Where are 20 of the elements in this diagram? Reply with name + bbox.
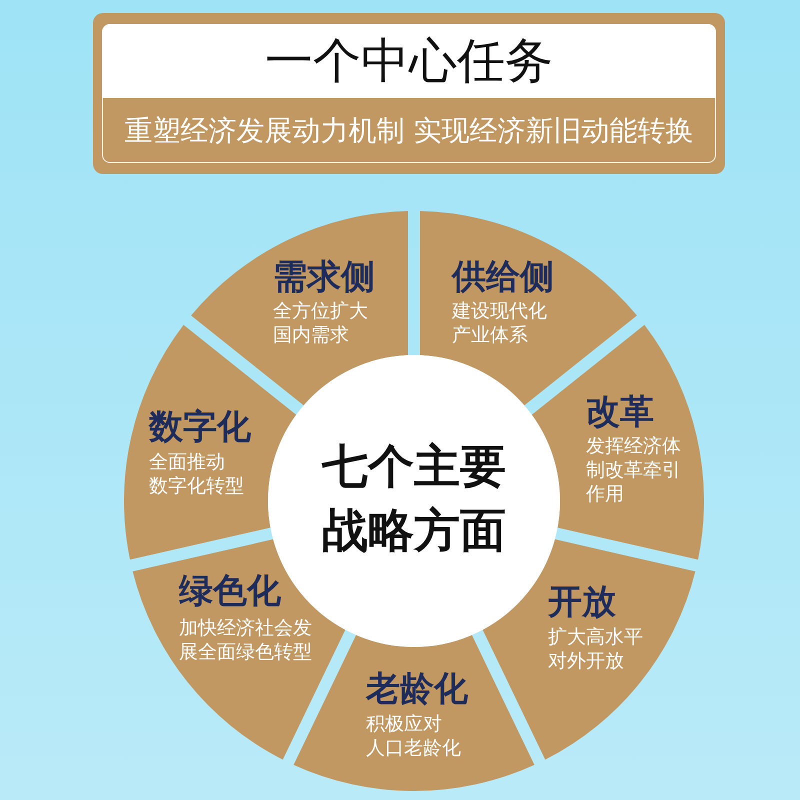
segment-title: 开放 (548, 582, 616, 622)
hub-text: 七个主要战略方面 (322, 438, 506, 559)
segment-title: 需求侧 (273, 257, 375, 297)
segment-title: 老龄化 (366, 669, 468, 709)
wheel-segment (531, 324, 704, 560)
segment-title: 改革 (586, 392, 654, 432)
banner-subtitle: 重塑经济发展动力机制 实现经济新旧动能转换 (124, 114, 694, 148)
banner-panel (93, 13, 725, 174)
segment-text: 发挥经济体制改革牵引作用 (586, 434, 681, 506)
segment-title: 数字化 (149, 407, 251, 447)
banner-title: 一个中心任务 (265, 33, 553, 89)
segment-text: 加快经济社会发展全面绿色转型 (179, 616, 312, 664)
segment-text: 全方位扩大国内需求 (273, 299, 368, 347)
segment-text: 全面推动数字化转型 (149, 450, 244, 498)
segment-title: 供给侧 (452, 257, 554, 297)
segment-text: 扩大高水平对外开放 (548, 625, 643, 673)
segment-text: 建设现代化产业体系 (452, 299, 547, 347)
segment-text: 积极应对人口老龄化 (366, 712, 461, 760)
segment-title: 绿色化 (179, 571, 281, 611)
wheel-segment (293, 635, 535, 791)
